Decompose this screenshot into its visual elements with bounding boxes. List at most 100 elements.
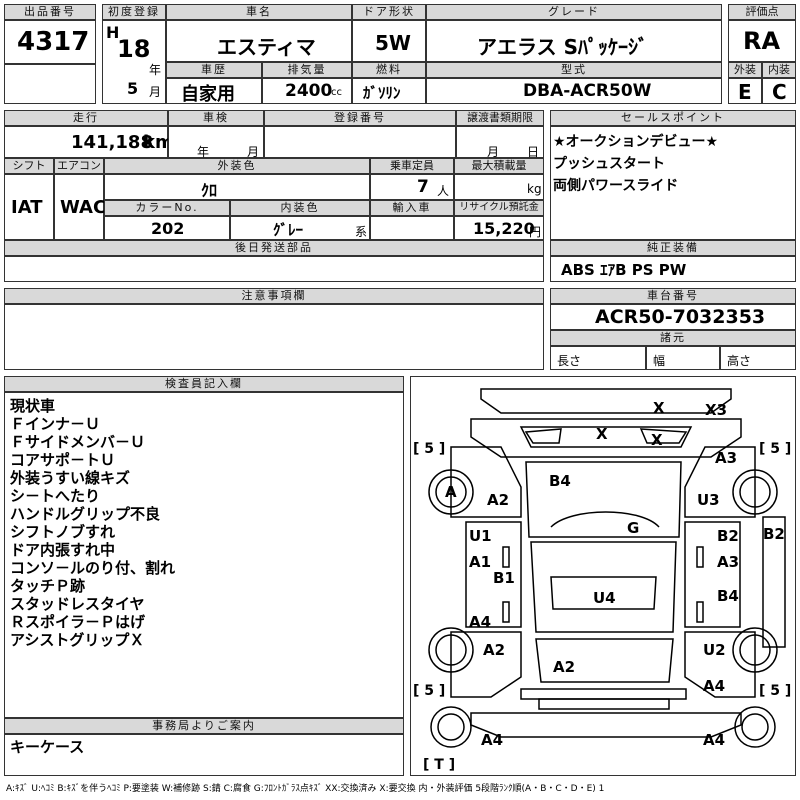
- color-no-value: 202: [151, 219, 185, 238]
- interior-score-value: C: [772, 80, 787, 104]
- later-parts-label: 後日発送部品: [4, 240, 544, 256]
- car-name-label: 車名: [166, 4, 352, 20]
- damage-code: B2: [763, 525, 785, 543]
- chassis-value: ACR50-7032353: [595, 306, 766, 328]
- inspector-line-14: アシストグリップＸ: [10, 631, 145, 649]
- damage-code: U1: [469, 527, 492, 545]
- score-label: 評価点: [728, 4, 796, 20]
- chassis-label: 車台番号: [550, 288, 796, 304]
- shaken-box: 年 月: [168, 126, 264, 159]
- selling-point-3: 両側パワースライド: [553, 178, 679, 194]
- tread-depth: [ 5 ]: [413, 683, 446, 699]
- ext-color-label: 外装色: [104, 158, 370, 174]
- office-label: 事務局よりご案内: [4, 718, 404, 734]
- exterior-score-label: 外装: [728, 62, 762, 78]
- car-outline-graphic: [428, 388, 786, 748]
- max-load-box: kg: [454, 174, 544, 200]
- tread-depth: [ 5 ]: [413, 441, 446, 457]
- transfer-label: 譲渡書類期限: [456, 110, 544, 126]
- damage-code: A4: [469, 613, 492, 631]
- damage-code: X3: [705, 401, 728, 419]
- grade-label: グレード: [426, 4, 722, 20]
- damage-code: B4: [717, 587, 739, 605]
- reg-no-label: 登録番号: [264, 110, 456, 126]
- damage-code: A4: [703, 677, 726, 695]
- transfer-box: 月 日: [456, 126, 544, 159]
- office-box: キーケース: [4, 734, 404, 776]
- max-load-unit: kg: [527, 182, 542, 196]
- equipment-box: ABS ｴｱB PS PW: [550, 256, 796, 282]
- score-box: RA: [728, 20, 796, 62]
- inspector-line-10: コンソ－ルのり付、割れ: [10, 559, 176, 577]
- int-color-value: ｸﾞﾚｰ: [273, 221, 304, 239]
- mileage-label: 走行: [4, 110, 168, 126]
- import-box: [370, 216, 454, 240]
- damage-code: U2: [703, 641, 726, 659]
- displacement-label: 排気量: [262, 62, 352, 78]
- transfer-day-unit: 日: [527, 145, 540, 159]
- import-label: 輸入車: [370, 200, 454, 216]
- damage-code: U3: [697, 491, 720, 509]
- chassis-box: ACR50-7032353: [550, 304, 796, 330]
- office-value: キーケース: [10, 738, 85, 756]
- aircon-label: エアコン: [54, 158, 104, 174]
- equipment-label: 純正装備: [550, 240, 796, 256]
- damage-code: A2: [483, 641, 506, 659]
- damage-code: A3: [717, 553, 740, 571]
- displacement-unit: cc: [331, 87, 342, 98]
- color-no-label: カラーNo.: [104, 200, 230, 216]
- inspector-line-4: コアサポ－トＵ: [10, 451, 116, 469]
- equipment-value: ABS ｴｱB PS PW: [561, 261, 687, 279]
- inspector-line-1: 現状車: [10, 397, 56, 415]
- fuel-value: ｶﾞｿﾘﾝ: [363, 84, 401, 102]
- damage-code: X: [596, 425, 608, 443]
- car-name-value: エスティマ: [217, 35, 316, 59]
- displacement-box: 2400 cc: [262, 78, 352, 104]
- reg-no-box: [264, 126, 456, 158]
- capacity-label: 乗車定員: [370, 158, 454, 174]
- first-reg-month: 5: [127, 79, 139, 98]
- damage-code: A: [445, 483, 457, 501]
- selling-points-label: セールスポイント: [550, 110, 796, 126]
- lot-label: 出品番号: [4, 4, 96, 20]
- first-reg-month-unit: 月: [149, 85, 162, 99]
- dims-width: 幅: [653, 354, 666, 368]
- first-reg-box: H 18 年 5 月: [102, 20, 166, 104]
- capacity-unit: 人: [437, 184, 450, 198]
- first-reg-year-unit: 年: [149, 63, 162, 77]
- damage-code: A2: [487, 491, 510, 509]
- model-box: DBA-ACR50W: [426, 78, 722, 104]
- inspector-line-12: スタッドレスタイヤ: [10, 595, 145, 613]
- inspector-line-3: Ｆサイドメンバ－Ｕ: [10, 433, 146, 451]
- transfer-month-unit: 月: [487, 145, 500, 159]
- capacity-box: 7 人: [370, 174, 454, 200]
- inspector-line-13: Ｒスポイラ－Ｐはげ: [10, 613, 146, 631]
- damage-code: B2: [717, 527, 739, 545]
- tread-depth: [ 5 ]: [759, 441, 792, 457]
- lot-blank: [4, 64, 96, 104]
- caution-label: 注意事項欄: [4, 288, 544, 304]
- later-parts-box: [4, 256, 544, 282]
- damage-code: A1: [469, 553, 492, 571]
- grade-box: アエラス Sﾊﾟｯｹｰｼﾞ: [426, 20, 722, 62]
- damage-code: A2: [553, 658, 576, 676]
- ext-color-box: ｸﾛ: [104, 174, 370, 200]
- interior-score-box: C: [762, 78, 796, 104]
- damage-code: X: [653, 399, 665, 417]
- selling-point-1: ★オークションデビュー★: [553, 134, 719, 150]
- dims-length: 長さ: [557, 354, 582, 368]
- shift-value: IAT: [11, 197, 43, 218]
- int-color-label: 内装色: [230, 200, 370, 216]
- fuel-label: 燃料: [352, 62, 426, 78]
- interior-score-label: 内装: [762, 62, 796, 78]
- inspector-line-2: Ｆインナ－Ｕ: [10, 415, 101, 433]
- damage-code: A4: [481, 731, 504, 749]
- int-color-box: ｸﾞﾚｰ 系: [230, 216, 370, 240]
- selling-point-2: プッシュスタート: [553, 156, 665, 172]
- exterior-score-value: E: [738, 80, 752, 104]
- shaken-month-unit: 月: [247, 145, 260, 159]
- door-box: 5W: [352, 20, 426, 62]
- door-label: ドア形状: [352, 4, 426, 20]
- damage-legend: A:ｷｽﾞ U:ﾍｺﾐ B:ｷｽﾞを伴うﾍｺﾐ P:要塗装 W:補修跡 S:錆 …: [6, 784, 605, 794]
- dims-label: 諸元: [550, 330, 796, 346]
